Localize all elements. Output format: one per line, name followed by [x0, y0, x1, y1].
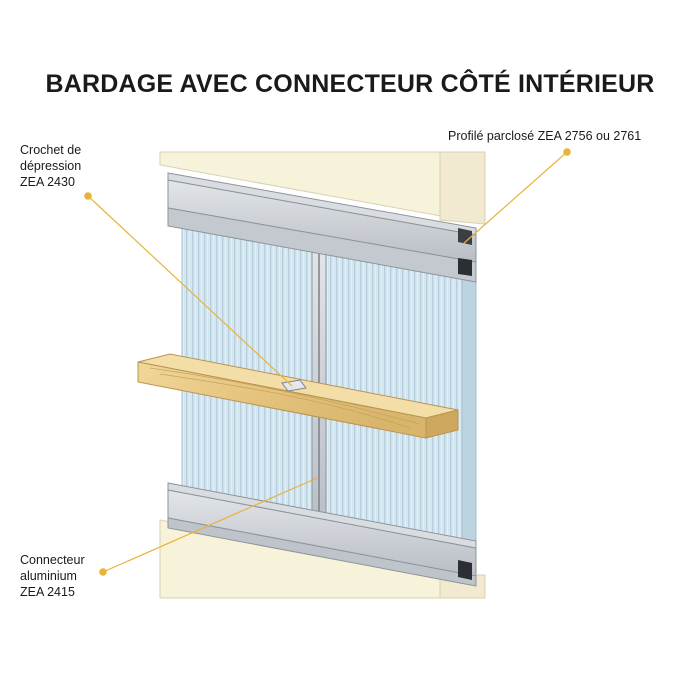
leader-lines [84, 148, 571, 576]
top-profile [167, 172, 477, 283]
bottom-profile [167, 482, 477, 587]
leader-dot-crochet [84, 192, 92, 200]
label-connecteur-line-1: Connecteur [20, 553, 85, 567]
label-crochet-line-2: dépression [20, 159, 82, 173]
label-profile: Profilé parclosé ZEA 2756 ou 2761 [448, 129, 642, 143]
leader-line-crochet [87, 195, 293, 387]
leader-dot-connecteur [99, 568, 107, 576]
diagram-title: BARDAGE AVEC CONNECTEUR CÔTÉ INTÉRIEUR [45, 70, 655, 98]
label-crochet-line-1: Crochet de [20, 143, 82, 157]
label-connecteur: Connecteur aluminium ZEA 2415 [20, 552, 85, 600]
label-crochet-line-3: ZEA 2430 [20, 175, 75, 189]
label-crochet: Crochet de dépression ZEA 2430 [20, 142, 81, 190]
leader-dot-profile [563, 148, 571, 156]
leader-line-profile [462, 151, 568, 245]
label-connecteur-line-2: aluminium [20, 569, 77, 583]
label-connecteur-line-3: ZEA 2415 [20, 585, 75, 599]
leader-line-connecteur [102, 477, 318, 573]
